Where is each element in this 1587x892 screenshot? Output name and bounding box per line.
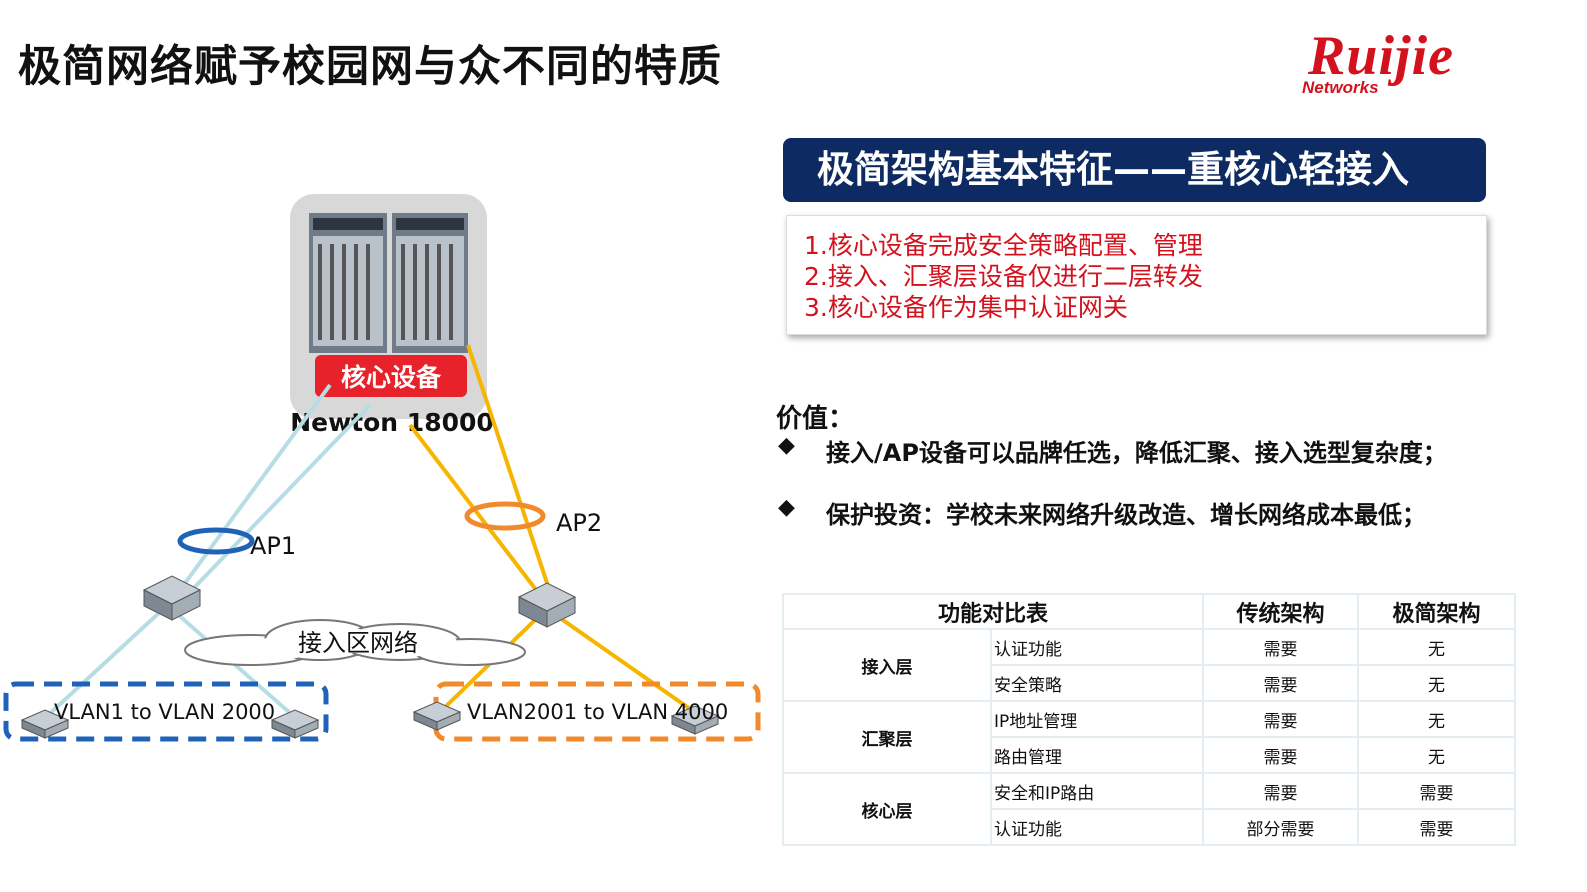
ap2-ring — [464, 501, 546, 531]
group-cell: 核心层 — [782, 772, 992, 846]
vlan-left-label: VLAN1 to VLAN 2000 — [54, 700, 275, 724]
diamond-icon: ◆ — [778, 433, 795, 458]
traditional-cell: 需要 — [1202, 736, 1359, 774]
traditional-cell: 需要 — [1202, 664, 1359, 702]
table-row: 认证功能 部分需要 需要 — [783, 808, 1516, 846]
table-row: 路由管理 需要 无 — [783, 736, 1516, 774]
feature-list: 1.核心设备完成安全策略配置、管理 2.接入、汇聚层设备仅进行二层转发 3.核心… — [786, 215, 1487, 335]
traditional-cell: 需要 — [1202, 700, 1359, 738]
link-agg1-acc1 — [43, 610, 162, 720]
agg-switch-1-icon — [142, 575, 202, 621]
table-row: 安全策略 需要 无 — [783, 664, 1516, 702]
table-header: 传统架构 — [1202, 593, 1359, 630]
value-bullet-1: ◆ 接入/AP设备可以品牌任选，降低汇聚、接入选型复杂度； — [778, 433, 1538, 467]
network-diagram: 核心设备 Newton 18000 AP1 AP2 接入区网络 — [3, 194, 761, 742]
core-chassis-left — [309, 213, 387, 353]
ap2-label: AP2 — [556, 509, 602, 537]
ap1-ring — [177, 527, 255, 555]
diamond-icon: ◆ — [778, 495, 795, 520]
core-model: Newton 18000 — [290, 408, 494, 437]
core-chassis-right — [392, 213, 468, 353]
ap1-label: AP1 — [250, 532, 296, 560]
cloud-label: 接入区网络 — [298, 629, 418, 657]
value-bullet-text: 保护投资：学校未来网络升级改造、增长网络成本最低； — [826, 501, 1426, 529]
traditional-cell: 部分需要 — [1202, 808, 1359, 846]
table-row: 汇聚层 IP地址管理 需要 无 — [782, 700, 1516, 774]
simple-cell: 无 — [1357, 664, 1516, 702]
table-row: 核心层 安全和IP路由 需要 需要 — [782, 772, 1516, 846]
link-core-agg1-b — [188, 403, 372, 594]
access-switch-2-icon — [270, 709, 320, 739]
access-switch-4-icon — [670, 705, 720, 735]
simple-cell: 无 — [1357, 736, 1516, 774]
feature-banner: 极简架构基本特征——重核心轻接入 — [783, 138, 1486, 202]
vlan-left-group — [3, 681, 329, 742]
ruijie-logo: Ruijie Networks — [1300, 25, 1530, 98]
group-cell: 汇聚层 — [782, 700, 992, 774]
page-title: 极简网络赋予校园网与众不同的特质 — [18, 42, 722, 92]
simple-cell: 需要 — [1357, 772, 1516, 810]
feature-item: 3.核心设备作为集中认证网关 — [804, 293, 1128, 322]
feature-item: 1.核心设备完成安全策略配置、管理 — [804, 231, 1203, 260]
link-agg2-acc1 — [438, 618, 537, 714]
logo-brand: Ruijie — [1308, 25, 1455, 87]
link-agg2-acc2 — [558, 616, 702, 718]
link-core-agg2-b — [466, 344, 552, 593]
comparison-table: 功能对比表 传统架构 极简架构 接入层 认证功能 需要 无 安全策略 需要 无 … — [782, 593, 1516, 846]
table-header: 极简架构 — [1357, 593, 1516, 630]
value-bullet-2: ◆ 保护投资：学校未来网络升级改造、增长网络成本最低； — [778, 495, 1538, 529]
access-switch-3-icon — [412, 701, 462, 731]
simple-cell: 无 — [1357, 628, 1516, 666]
value-bullet-text: 接入/AP设备可以品牌任选，降低汇聚、接入选型复杂度； — [826, 439, 1447, 467]
core-label: 核心设备 — [341, 363, 442, 392]
access-switch-1-icon — [20, 709, 70, 739]
core-label-bg — [315, 355, 467, 397]
agg-switch-2-icon — [517, 582, 577, 628]
feature-cell: 安全和IP路由 — [990, 772, 1204, 810]
table-row: 接入层 认证功能 需要 无 — [782, 628, 1516, 702]
link-agg1-acc2 — [173, 610, 300, 722]
feature-cell: 路由管理 — [990, 736, 1204, 774]
link-core-agg1-a — [178, 383, 332, 592]
logo-sub: Networks — [1302, 78, 1379, 97]
feature-cell: IP地址管理 — [990, 700, 1204, 738]
feature-item: 2.接入、汇聚层设备仅进行二层转发 — [804, 262, 1203, 291]
value-title: 价值： — [776, 404, 855, 434]
vlan-right-label: VLAN2001 to VLAN 4000 — [467, 700, 728, 724]
traditional-cell: 需要 — [1202, 628, 1359, 666]
table-header: 功能对比表 — [782, 593, 1204, 630]
simple-cell: 无 — [1357, 700, 1516, 738]
feature-cell: 安全策略 — [990, 664, 1204, 702]
group-cell: 接入层 — [782, 628, 992, 702]
table-header-row: 功能对比表 传统架构 极简架构 — [782, 593, 1516, 630]
traditional-cell: 需要 — [1202, 772, 1359, 810]
feature-cell: 认证功能 — [990, 628, 1204, 666]
feature-cell: 认证功能 — [990, 808, 1204, 846]
simple-cell: 需要 — [1357, 808, 1516, 846]
